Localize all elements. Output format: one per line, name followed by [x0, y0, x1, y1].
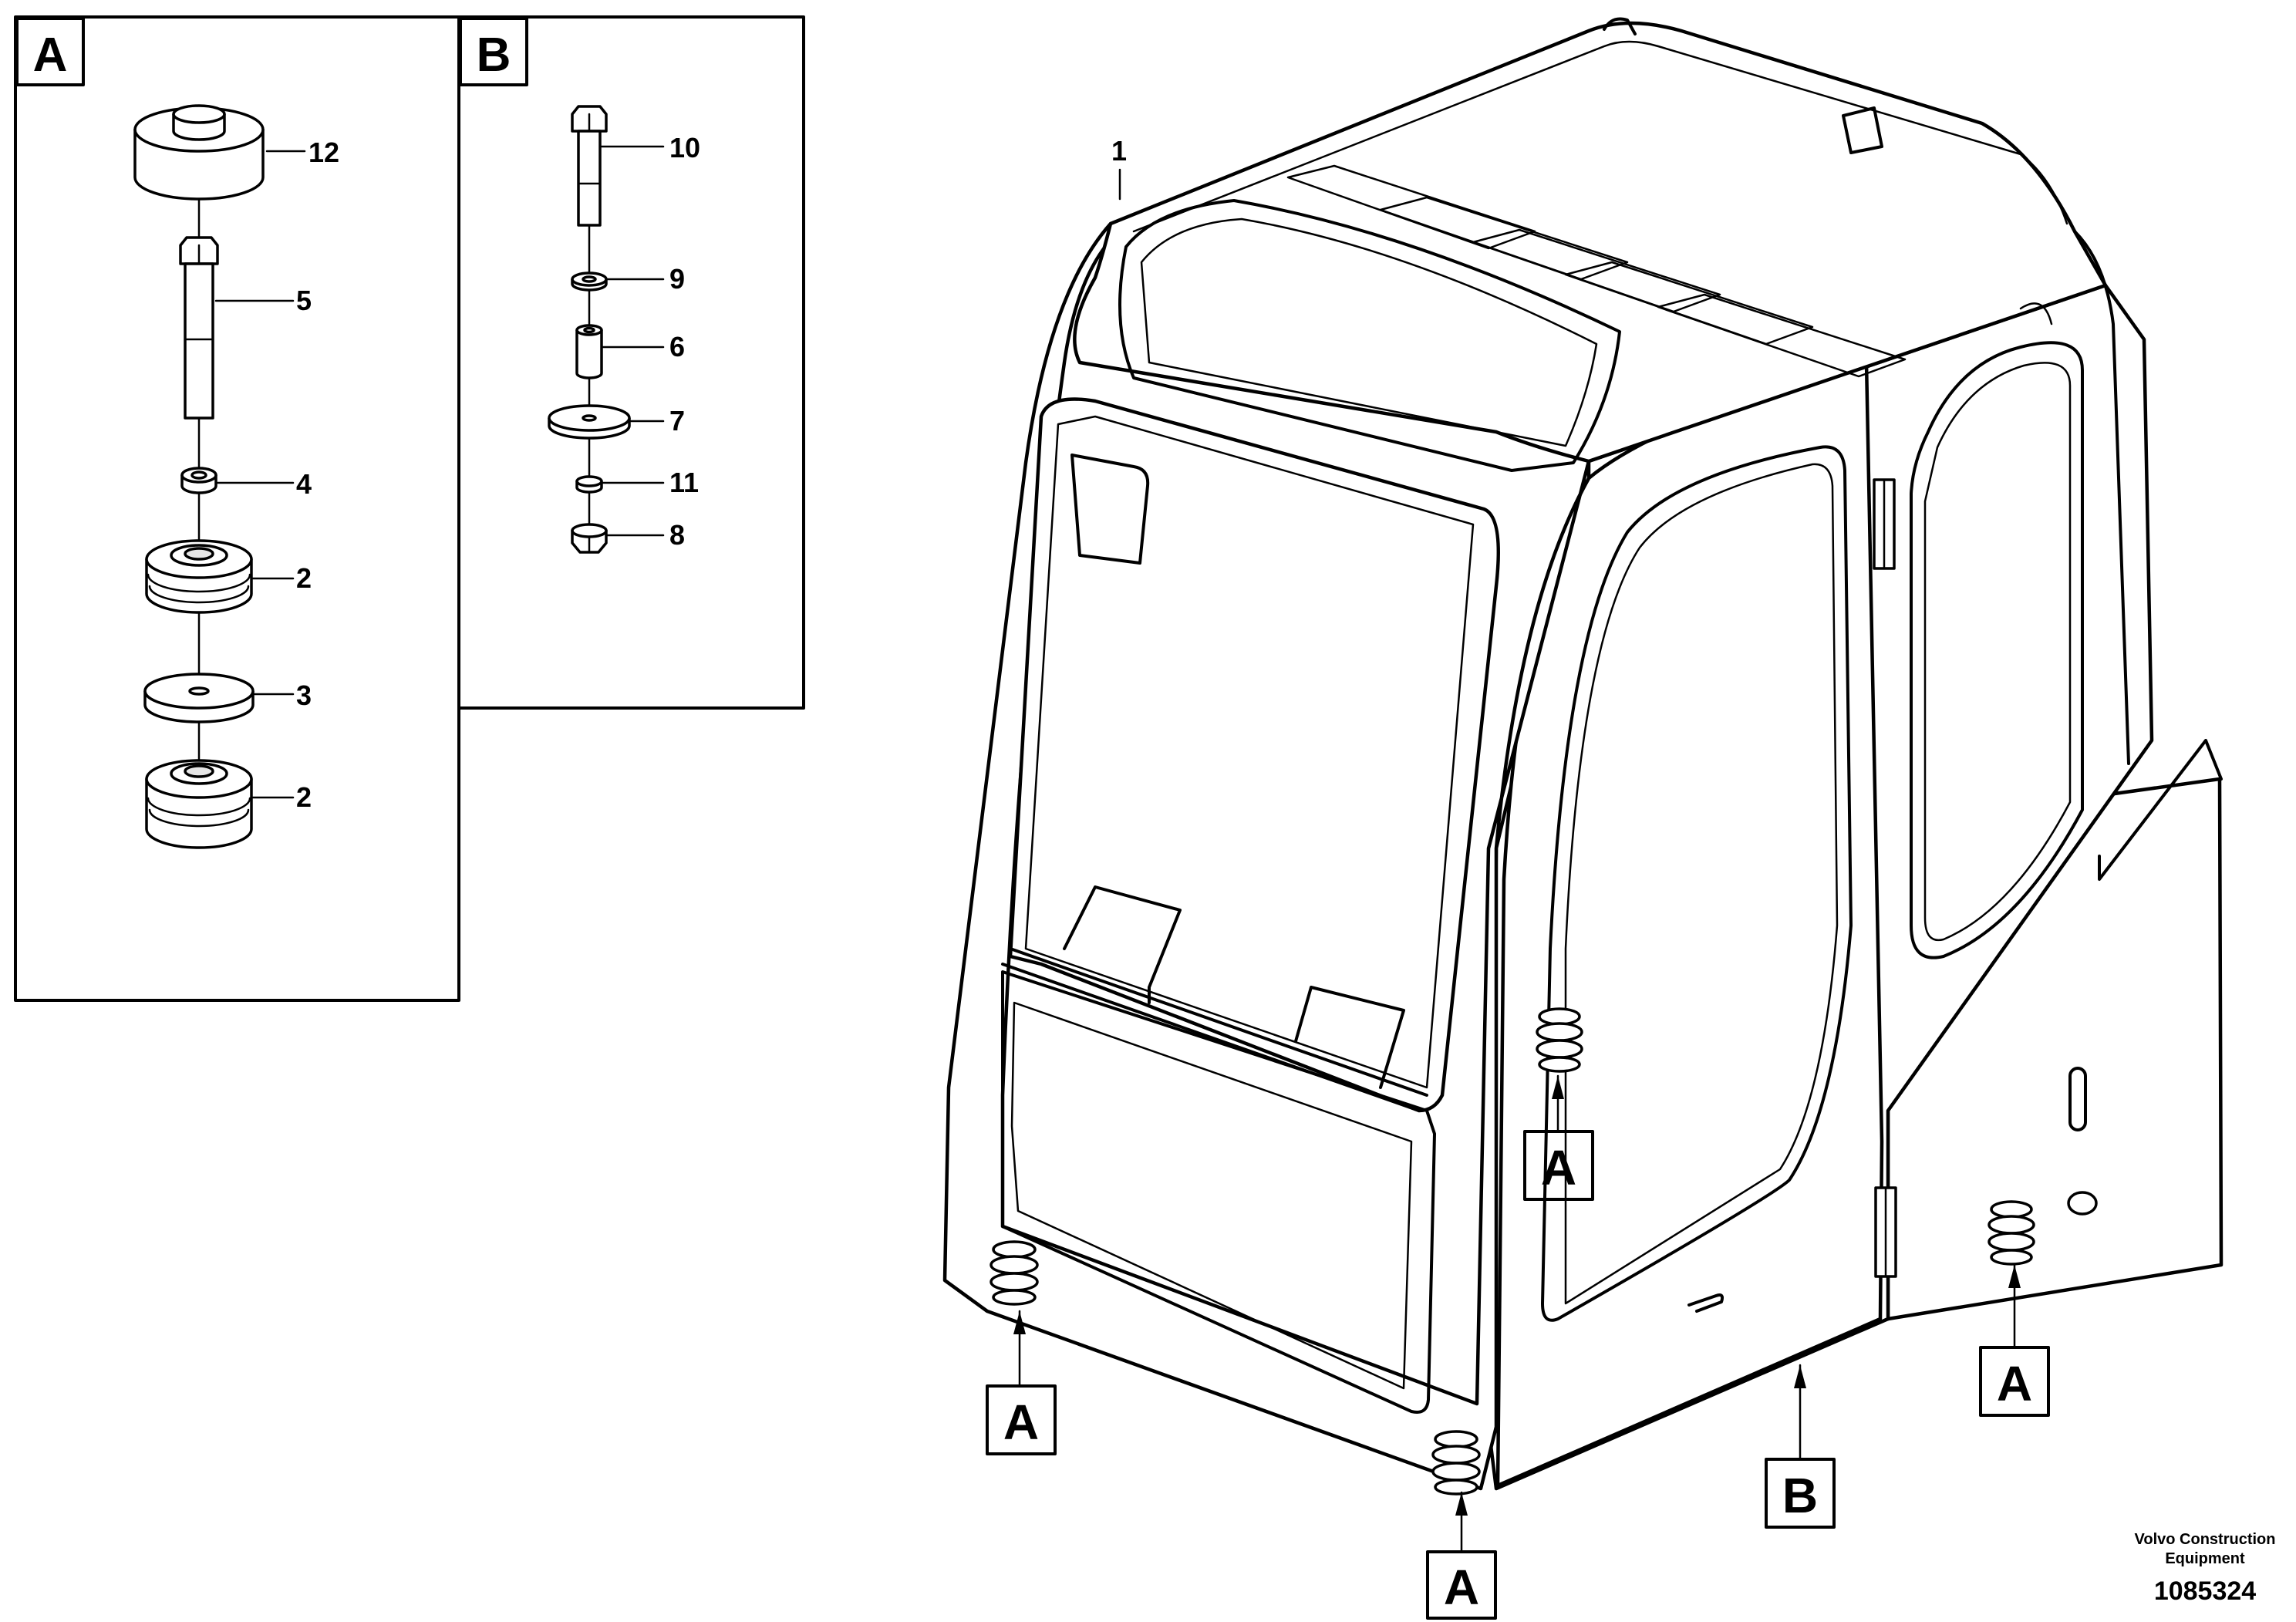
- mount-front-left: [990, 1240, 1039, 1306]
- document-number: 1085324: [2154, 1576, 2256, 1606]
- part-2-mount-upper: [145, 539, 253, 614]
- detail-panel-b: B: [457, 15, 805, 710]
- arrow-b-side: [1794, 1364, 1806, 1459]
- part-2-mount-lower: [145, 759, 253, 849]
- marker-b-side: B: [1765, 1458, 1836, 1529]
- svg-text:A: A: [1003, 1394, 1039, 1450]
- svg-text:A: A: [1444, 1560, 1479, 1615]
- callout-4: 4: [296, 468, 312, 500]
- part-12-stopper: [133, 104, 265, 201]
- panel-b-letter: B: [477, 29, 511, 82]
- company-name-line2: Equipment: [2165, 1550, 2245, 1567]
- callout-2-lower: 2: [296, 781, 312, 813]
- mount-rear-right: [1988, 1200, 2035, 1266]
- part-11-washer: [575, 475, 603, 494]
- part-9-washer: [571, 271, 608, 292]
- company-name-line1: Volvo Construction: [2135, 1531, 2276, 1548]
- arrow-a-rear-right: [2008, 1263, 2021, 1347]
- svg-text:A: A: [1997, 1356, 2032, 1411]
- callout-5: 5: [296, 285, 312, 316]
- callout-3: 3: [296, 679, 312, 711]
- arrow-a-rear-left: [1552, 1074, 1564, 1131]
- marker-a-rear-left: A: [1523, 1130, 1594, 1201]
- callout-6: 6: [669, 331, 685, 363]
- panel-a-letter: A: [33, 29, 68, 82]
- marker-a-front-left: A: [986, 1384, 1057, 1455]
- footer: Volvo Construction Equipment 1085324: [2135, 1531, 2276, 1606]
- callout-10: 10: [669, 132, 700, 164]
- marker-a-rear-right: A: [1979, 1346, 2050, 1417]
- part-8-nut: [571, 523, 608, 554]
- marker-a-front-right: A: [1426, 1550, 1497, 1620]
- operator-cab: 1 A A A A B: [942, 17, 2224, 1620]
- mount-rear-left: [1536, 1007, 1583, 1073]
- callout-9: 9: [669, 263, 685, 295]
- mount-front-right: [1431, 1430, 1481, 1496]
- svg-text:A: A: [1541, 1140, 1576, 1195]
- arrow-a-front-left: [1013, 1310, 1026, 1386]
- part-5-bolt: [179, 236, 219, 420]
- detail-panel-a: A: [14, 15, 460, 1002]
- callout-11: 11: [669, 467, 699, 498]
- part-7-plate: [548, 404, 631, 440]
- callout-12: 12: [308, 137, 339, 168]
- part-3-plate: [143, 673, 255, 723]
- callout-7: 7: [669, 405, 685, 437]
- part-4-washer: [180, 467, 217, 494]
- arrow-a-front-right: [1455, 1491, 1468, 1552]
- part-10-bolt: [571, 105, 608, 227]
- callout-8: 8: [669, 519, 685, 551]
- callout-2-upper: 2: [296, 562, 312, 594]
- svg-text:B: B: [1782, 1468, 1818, 1523]
- part-6-spacer: [575, 324, 603, 379]
- callout-1: 1: [1111, 135, 1127, 167]
